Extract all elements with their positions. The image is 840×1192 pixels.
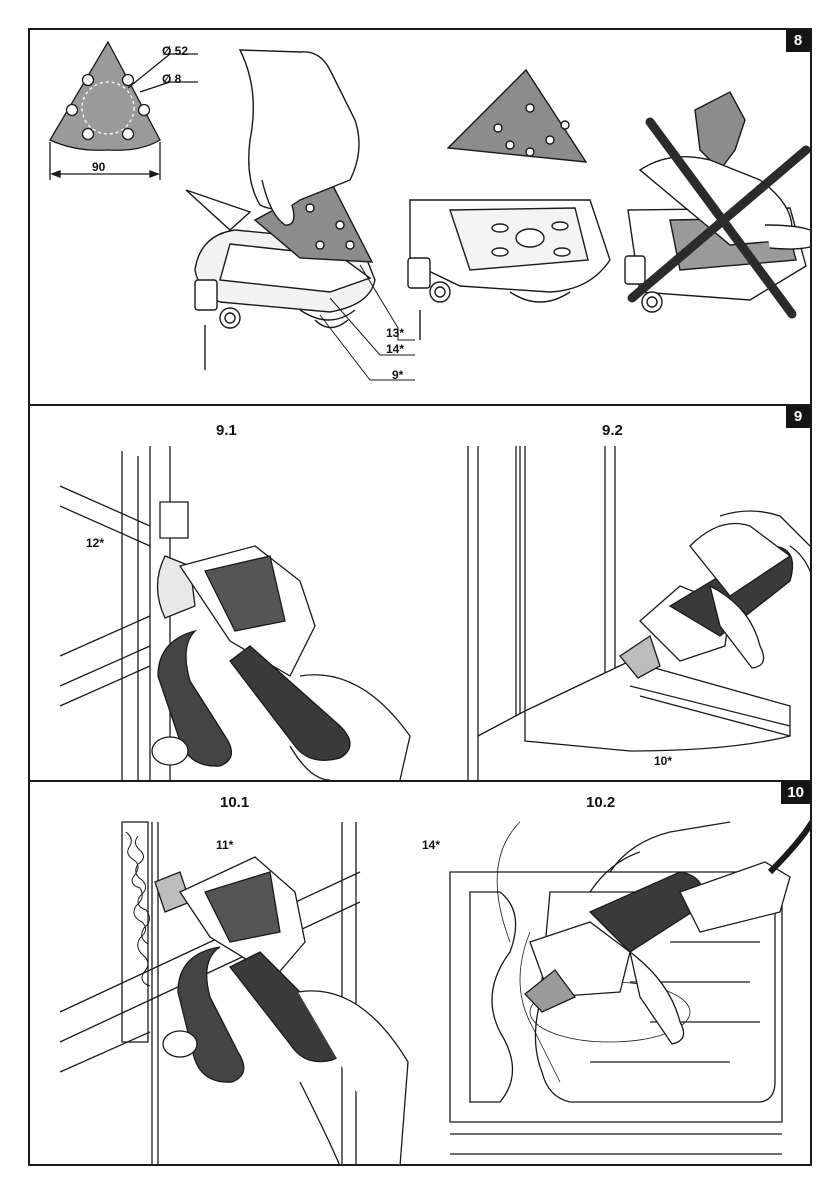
callout-12: 12* [86, 536, 104, 550]
figure-10-illustration [30, 782, 810, 1166]
figure-8-panel: 8 [30, 30, 810, 404]
plunge-cut-window-frame [60, 446, 410, 780]
callout-10: 10* [654, 754, 672, 768]
hand-placing-sandpaper [186, 50, 415, 380]
sanding-panel-with-extraction [450, 822, 810, 1154]
figure-9-panel: 9 9.1 9.2 [30, 404, 810, 780]
sandpaper-above-base [408, 70, 610, 340]
outer-diameter-label: Ø 52 [162, 44, 188, 58]
scraping-window-putty [60, 822, 408, 1166]
figure-9-illustration [30, 406, 810, 780]
sanding-pad-dimension-drawing [50, 42, 198, 180]
callout-13: 13* [386, 326, 404, 340]
callout-14: 14* [386, 342, 404, 356]
width-dimension-label: 90 [92, 160, 105, 174]
callout-11: 11* [216, 838, 233, 852]
figure-10-panel: 10 10.1 10.2 [30, 780, 810, 1166]
flush-cut-door-frame [468, 446, 810, 780]
callout-9: 9* [392, 368, 403, 382]
figure-8-illustration [30, 30, 810, 404]
incorrect-method [625, 92, 810, 314]
figure-sheet: 8 [28, 28, 812, 1166]
callout-14-panel-10: 14* [422, 838, 440, 852]
hole-diameter-label: Ø 8 [162, 72, 181, 86]
